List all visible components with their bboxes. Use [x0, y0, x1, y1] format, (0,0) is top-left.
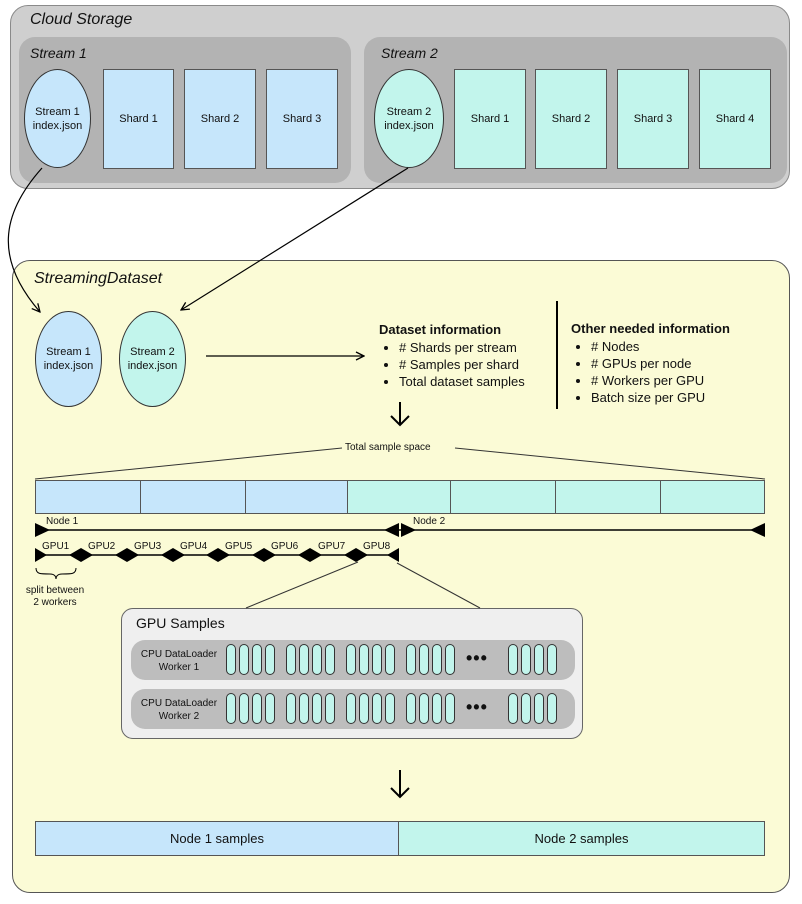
sample-pill — [359, 644, 369, 675]
gpu-label: GPU5 — [225, 541, 253, 552]
info-item: # Samples per shard — [399, 356, 554, 373]
gpu-label: GPU1 — [42, 541, 70, 552]
sample-pill — [226, 693, 236, 724]
sample-pill — [226, 644, 236, 675]
sample-pill — [239, 644, 249, 675]
gpu-label: GPU2 — [88, 541, 116, 552]
sample-pill — [359, 693, 369, 724]
sample-pill — [445, 693, 455, 724]
streaming-dataset-title: StreamingDataset — [34, 270, 163, 287]
dataset-information-title: Dataset information — [379, 322, 502, 337]
sample-pill — [299, 644, 309, 675]
stream-1-title: Stream 1 — [30, 45, 87, 61]
gpu-label: GPU6 — [271, 541, 299, 552]
sample-pill — [432, 693, 442, 724]
sample-pill — [445, 644, 455, 675]
sample-pill — [286, 693, 296, 724]
sample-pill — [547, 644, 557, 675]
sample-cell-stream-1 — [36, 480, 141, 514]
worker-2-label: CPU DataLoader Worker 2 — [140, 698, 218, 722]
sample-cell-stream-1 — [245, 480, 348, 514]
sample-pill — [312, 644, 322, 675]
sample-pill — [346, 644, 356, 675]
split-note: split between 2 workers — [25, 585, 85, 608]
sample-pill — [432, 644, 442, 675]
stream-2-shard-2: Shard 2 — [535, 69, 607, 169]
node-1-samples-box: Node 1 samples — [35, 821, 399, 856]
dataset-stream-1-index-oval: Stream 1 index.json — [35, 311, 102, 407]
sample-pill — [265, 693, 275, 724]
sample-pill — [521, 693, 531, 724]
sample-pill — [325, 693, 335, 724]
dataset-information-block: Dataset information # Shards per stream … — [379, 322, 554, 390]
sample-pill — [265, 644, 275, 675]
stream-1-shard-2: Shard 2 — [184, 69, 256, 169]
dataset-stream-2-index-oval: Stream 2 index.json — [119, 311, 186, 407]
sample-cell-stream-2 — [347, 480, 452, 514]
sample-space-bar — [35, 480, 765, 514]
gpu-label: GPU8 — [363, 541, 391, 552]
sample-pill — [508, 693, 518, 724]
sample-pill — [406, 644, 416, 675]
gpu-label: GPU4 — [180, 541, 208, 552]
sample-cell-stream-1 — [140, 480, 246, 514]
sample-pill — [406, 693, 416, 724]
sample-pill — [252, 693, 262, 724]
stream-2-title: Stream 2 — [381, 45, 438, 61]
other-item: # Workers per GPU — [591, 372, 761, 389]
gpu-label: GPU7 — [318, 541, 346, 552]
sample-pill — [508, 644, 518, 675]
stream-2-index-oval: Stream 2 index.json — [374, 69, 444, 168]
sample-pill — [385, 693, 395, 724]
stream-2-shard-4: Shard 4 — [699, 69, 771, 169]
total-sample-space-label: Total sample space — [343, 442, 433, 453]
cloud-storage-title: Cloud Storage — [30, 11, 133, 28]
stream-2-shard-3: Shard 3 — [617, 69, 689, 169]
gpu-label: GPU3 — [134, 541, 162, 552]
sample-pill — [534, 644, 544, 675]
node-2-label: Node 2 — [413, 516, 446, 527]
sample-pill — [312, 693, 322, 724]
node-2-samples-box: Node 2 samples — [398, 821, 765, 856]
sample-pill — [325, 644, 335, 675]
other-item: # GPUs per node — [591, 355, 761, 372]
other-item: Batch size per GPU — [591, 389, 761, 406]
stream-2-shard-1: Shard 1 — [454, 69, 526, 169]
other-information-block: Other needed information # Nodes # GPUs … — [571, 321, 761, 406]
stream-1-shard-3: Shard 3 — [266, 69, 338, 169]
stream-1-index-oval: Stream 1 index.json — [24, 69, 91, 168]
sample-cell-stream-2 — [661, 480, 765, 514]
node-1-label: Node 1 — [46, 516, 79, 527]
other-information-title: Other needed information — [571, 321, 730, 336]
sample-pill — [372, 693, 382, 724]
sample-pill — [419, 693, 429, 724]
info-divider — [556, 301, 558, 409]
ellipsis: ••• — [466, 697, 488, 717]
sample-pill — [385, 644, 395, 675]
sample-cell-stream-2 — [451, 480, 557, 514]
sample-pill — [521, 644, 531, 675]
info-item: # Shards per stream — [399, 339, 554, 356]
sample-pill — [372, 644, 382, 675]
ellipsis: ••• — [466, 648, 488, 668]
sample-pill — [346, 693, 356, 724]
sample-pill — [252, 644, 262, 675]
info-item: Total dataset samples — [399, 373, 554, 390]
sample-pill — [286, 644, 296, 675]
other-item: # Nodes — [591, 338, 761, 355]
worker-1-label: CPU DataLoader Worker 1 — [140, 649, 218, 673]
stream-1-shard-1: Shard 1 — [103, 69, 174, 169]
sample-pill — [547, 693, 557, 724]
sample-pill — [534, 693, 544, 724]
sample-pill — [239, 693, 249, 724]
gpu-samples-title: GPU Samples — [136, 615, 225, 631]
sample-pill — [419, 644, 429, 675]
sample-cell-stream-2 — [556, 480, 662, 514]
sample-pill — [299, 693, 309, 724]
